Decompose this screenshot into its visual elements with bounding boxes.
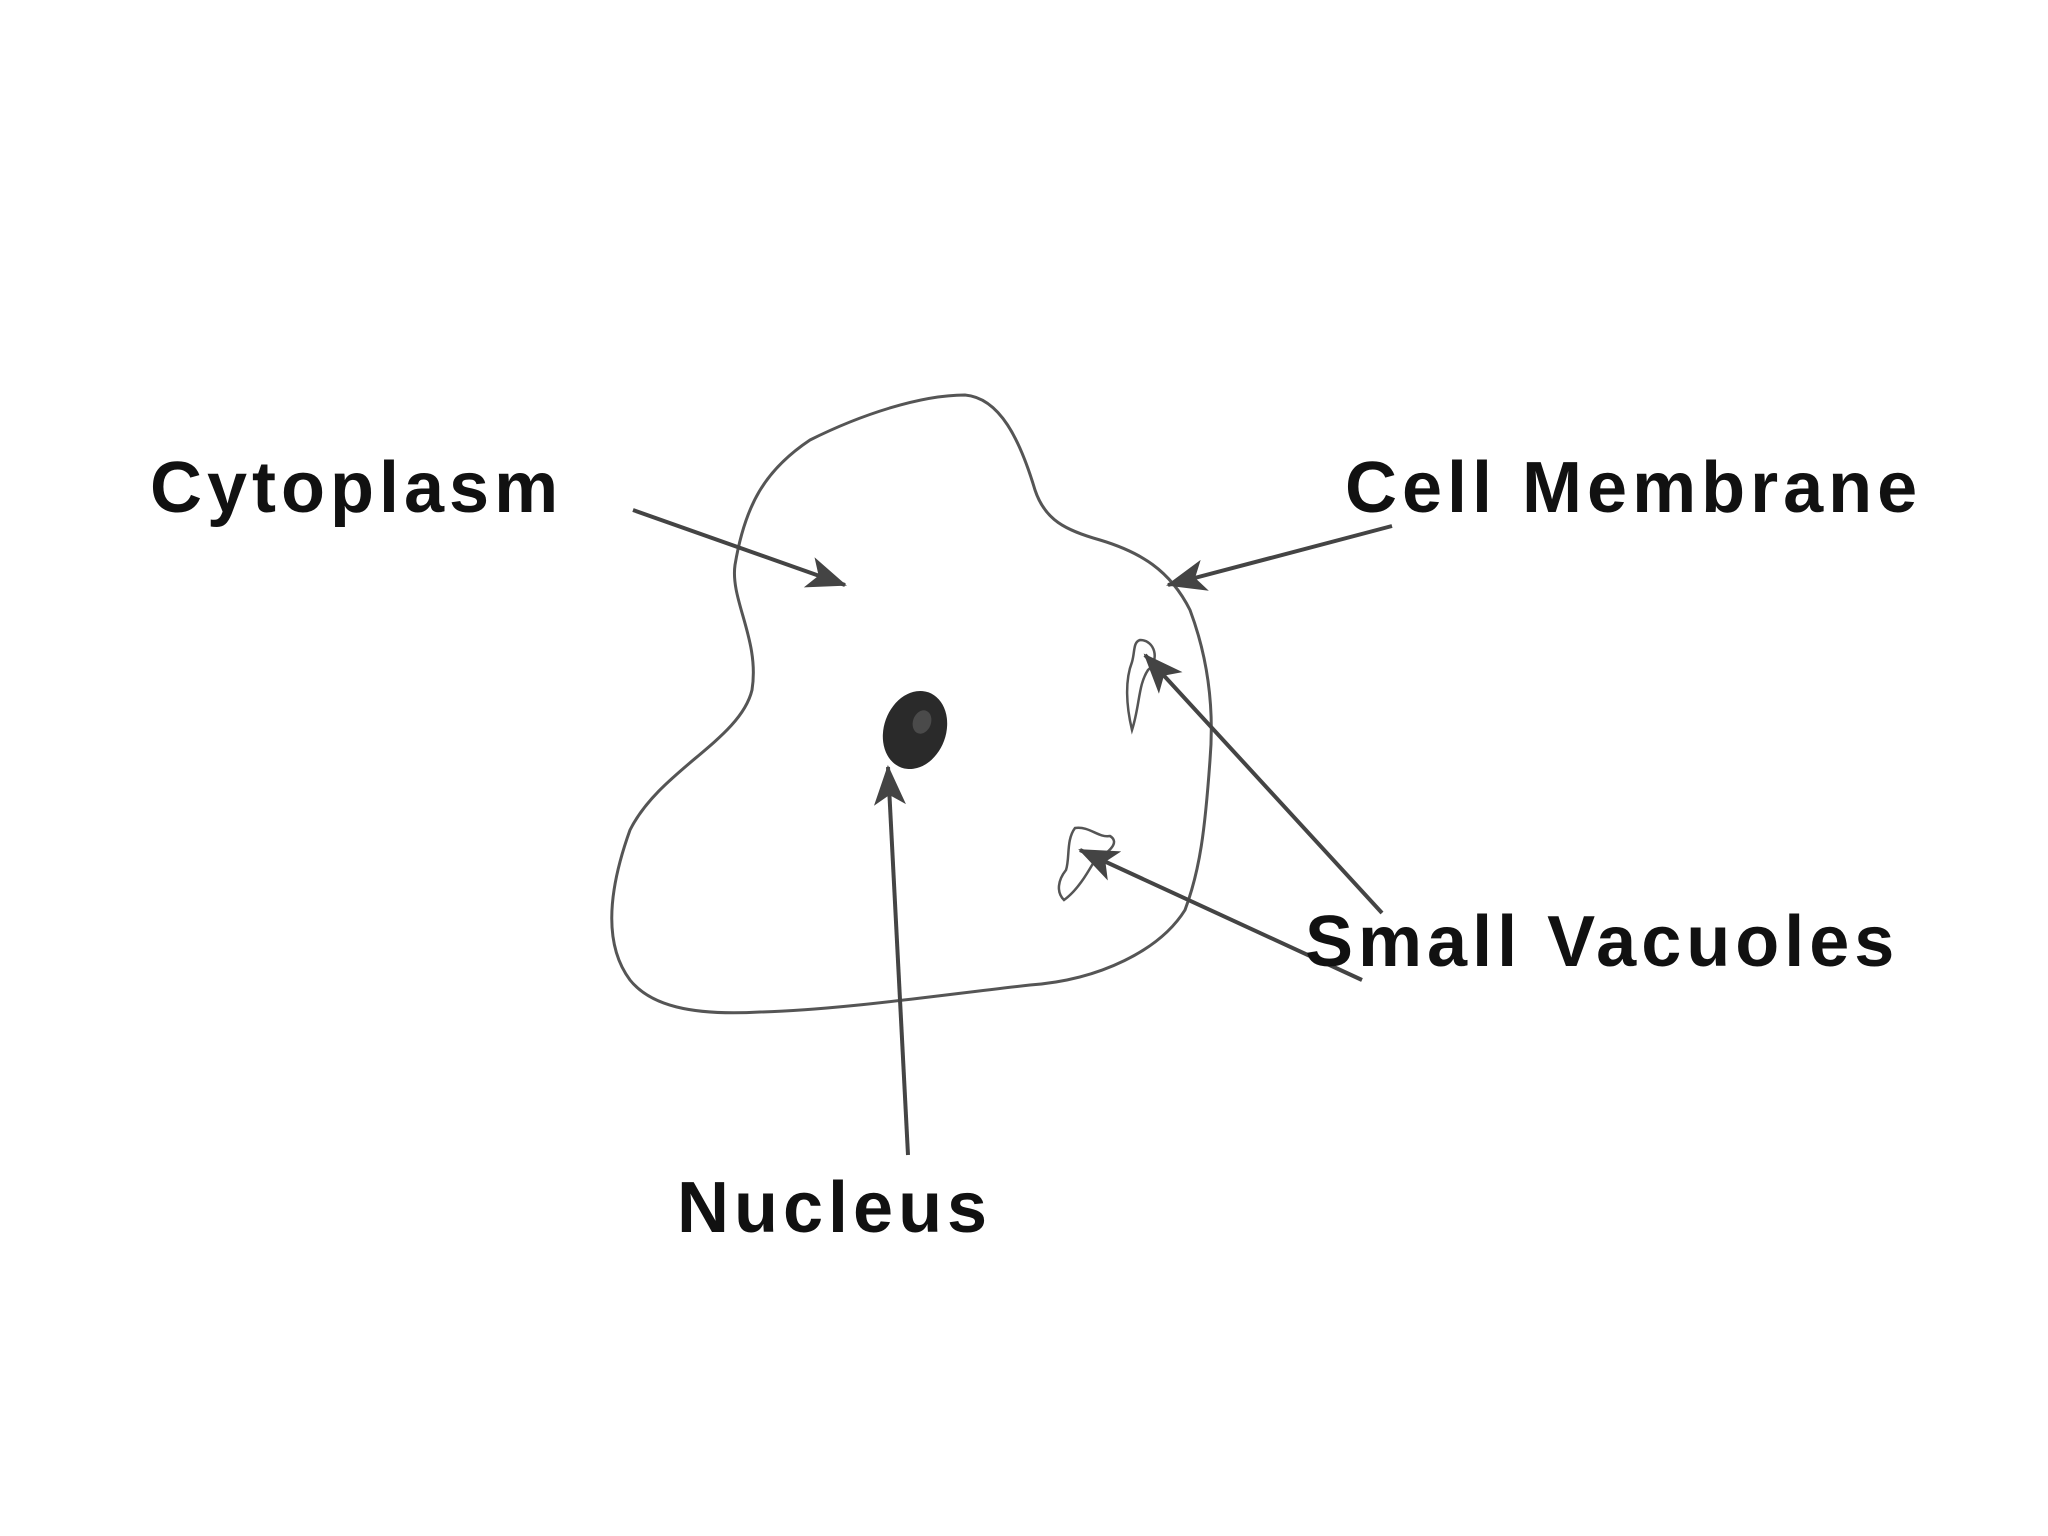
arrow-vacuole-upper bbox=[1145, 655, 1382, 913]
vacuole-upper bbox=[1127, 640, 1155, 730]
label-small-vacuoles: Small Vacuoles bbox=[1305, 902, 1899, 982]
label-nucleus: Nucleus bbox=[677, 1168, 992, 1248]
arrow-cell-membrane bbox=[1168, 526, 1392, 585]
arrow-cytoplasm bbox=[633, 510, 845, 585]
label-cytoplasm: Cytoplasm bbox=[150, 448, 563, 528]
arrow-nucleus bbox=[888, 767, 908, 1155]
label-cell-membrane: Cell Membrane bbox=[1345, 448, 1922, 528]
